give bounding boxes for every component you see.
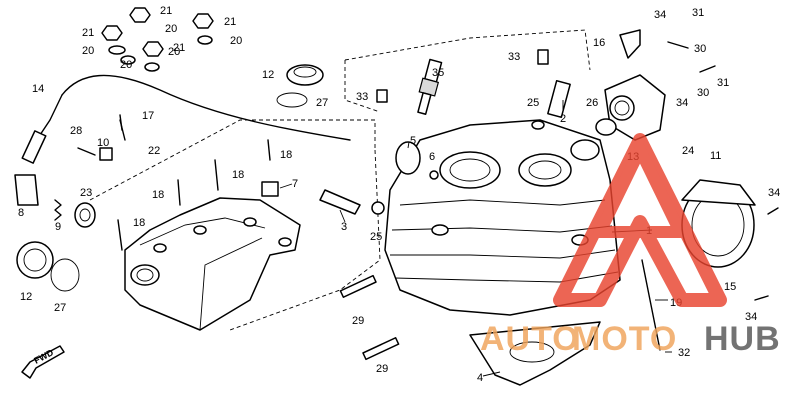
callout-5: 5 bbox=[410, 135, 416, 147]
assembly-frame-upper bbox=[89, 29, 591, 331]
callout-21d: 21 bbox=[173, 42, 185, 54]
head-gasket bbox=[469, 321, 601, 386]
callout-12-lower: 12 bbox=[20, 291, 32, 303]
callout-18b: 18 bbox=[232, 169, 244, 181]
small-parts bbox=[14, 7, 779, 361]
callout-26: 26 bbox=[586, 97, 598, 109]
callout-24: 24 bbox=[682, 145, 694, 157]
callout-18c: 18 bbox=[152, 189, 164, 201]
callout-20b: 20 bbox=[82, 45, 94, 57]
callout-31a: 31 bbox=[692, 7, 704, 19]
control-cable bbox=[21, 74, 351, 164]
callout-28: 28 bbox=[70, 125, 82, 137]
callout-3: 3 bbox=[341, 221, 347, 233]
callout-21c: 21 bbox=[224, 16, 236, 28]
watermark-logo: AUTO MOTO HUB bbox=[480, 133, 781, 358]
callout-18d: 18 bbox=[133, 217, 145, 229]
callout-33a: 33 bbox=[508, 51, 520, 63]
cylinder-head bbox=[384, 119, 621, 316]
callout-16: 16 bbox=[593, 37, 605, 49]
callout-15: 15 bbox=[724, 281, 736, 293]
callout-33b: 33 bbox=[356, 91, 368, 103]
watermark-word-hub: HUB bbox=[704, 320, 781, 358]
callout-21b: 21 bbox=[82, 27, 94, 39]
callout-11: 11 bbox=[710, 150, 721, 162]
watermark-word-moto: MOTO bbox=[572, 320, 677, 358]
callout-29a: 29 bbox=[352, 315, 364, 327]
callout-34c: 34 bbox=[768, 187, 780, 199]
callout-29b: 29 bbox=[376, 363, 388, 375]
callout-12-upper: 12 bbox=[262, 69, 274, 81]
head-cover bbox=[124, 197, 301, 331]
callout-10: 10 bbox=[97, 137, 109, 149]
callout-20c: 20 bbox=[168, 46, 180, 58]
callout-20d: 20 bbox=[230, 35, 242, 47]
callout-35: 35 bbox=[432, 67, 444, 79]
callout-2: 2 bbox=[560, 113, 566, 125]
callout-25a: 25 bbox=[527, 97, 539, 109]
callout-6: 6 bbox=[429, 151, 435, 163]
callout-14: 14 bbox=[32, 83, 44, 95]
callout-34d: 34 bbox=[745, 311, 757, 323]
callout-4: 4 bbox=[477, 372, 483, 384]
callout-7: 7 bbox=[292, 178, 298, 190]
callout-34a: 34 bbox=[654, 9, 666, 21]
callout-9: 9 bbox=[55, 221, 61, 233]
callout-25b: 25 bbox=[370, 231, 382, 243]
forward-direction-marker: FWD bbox=[21, 345, 65, 379]
callout-20e: 20 bbox=[120, 59, 132, 71]
callout-30b: 30 bbox=[697, 87, 709, 99]
callout-30a: 30 bbox=[694, 43, 706, 55]
watermark-word-auto: AUTO bbox=[480, 320, 580, 358]
outlet-housing bbox=[604, 74, 666, 141]
callout-18a: 18 bbox=[280, 149, 292, 161]
callout-32: 32 bbox=[678, 347, 690, 359]
callout-21a: 21 bbox=[160, 5, 172, 17]
callout-34b: 34 bbox=[676, 97, 688, 109]
callout-23: 23 bbox=[80, 187, 92, 199]
callout-20a: 20 bbox=[165, 23, 177, 35]
callout-27a: 27 bbox=[316, 97, 328, 109]
callout-27b: 27 bbox=[54, 302, 66, 314]
callout-22: 22 bbox=[148, 145, 160, 157]
callout-8: 8 bbox=[18, 207, 24, 219]
callout-17: 17 bbox=[142, 110, 154, 122]
callout-31b: 31 bbox=[717, 77, 729, 89]
